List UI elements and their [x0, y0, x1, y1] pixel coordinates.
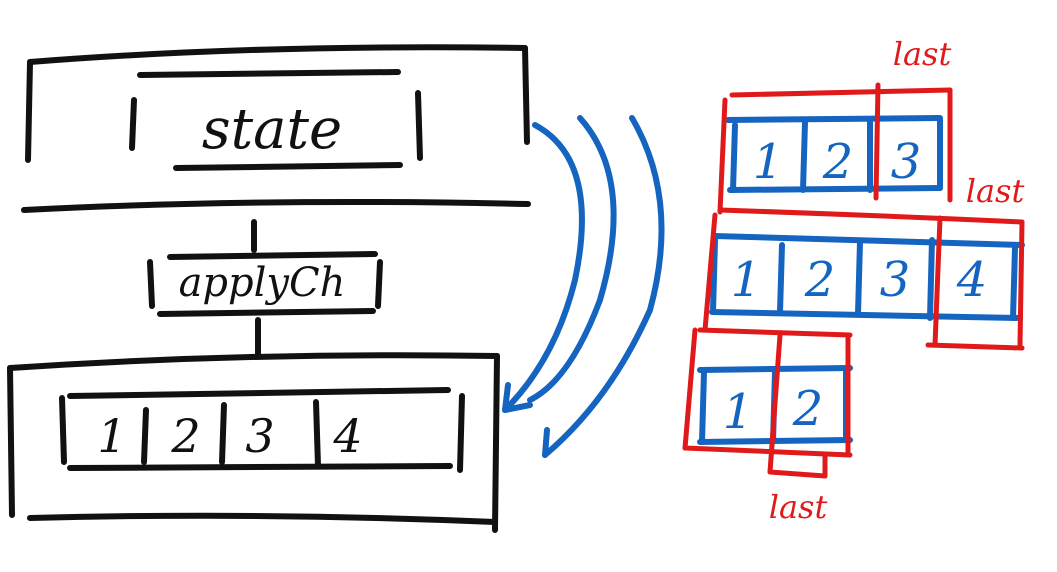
log-cell: 3	[245, 409, 274, 463]
arrow-curve	[542, 115, 665, 458]
snapshot-c: 1 2	[697, 365, 853, 445]
state-box: state	[21, 44, 531, 213]
snapshot-cell: 2	[822, 134, 854, 190]
arrow-curve	[502, 122, 585, 413]
applych-box: applyCh	[147, 251, 383, 317]
log-box: 1 2 3 4	[7, 352, 500, 533]
snapshot-cell: 3	[891, 134, 922, 190]
snapshot-cell: 1	[723, 384, 754, 440]
snapshot-a: 1 2 3	[725, 115, 943, 193]
red-outlines	[682, 82, 1025, 479]
applych-label: applyCh	[179, 260, 346, 306]
log-cell: 1	[97, 409, 126, 463]
snapshot-cell: 1	[753, 134, 784, 190]
last-label: last	[769, 488, 828, 526]
arrowhead	[502, 402, 533, 413]
snapshot-cell: 2	[792, 381, 824, 437]
arrowhead	[542, 427, 550, 458]
snapshot-cell: 1	[731, 252, 762, 308]
snapshot-b: 1 2 3 4	[709, 233, 1025, 321]
snapshot-cell: 2	[804, 252, 836, 308]
snapshot-cell: 4	[956, 252, 988, 308]
state-label: state	[202, 97, 342, 162]
arrow-curve	[527, 115, 617, 403]
arrowhead	[502, 382, 511, 413]
blue-arrows	[502, 115, 665, 458]
last-label: last	[966, 172, 1025, 210]
last-label: last	[893, 35, 952, 73]
log-cell: 4	[332, 409, 362, 463]
log-cell: 2	[170, 409, 200, 463]
snapshot-cell: 3	[880, 252, 911, 308]
